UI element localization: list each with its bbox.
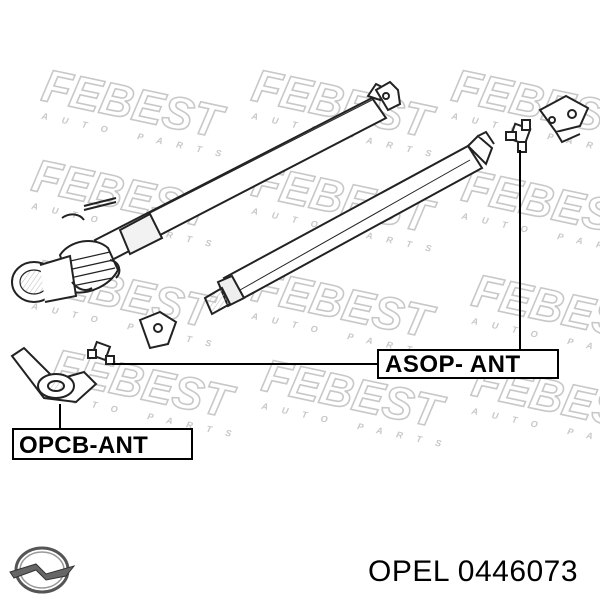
clips [61,197,121,291]
part-label-opcb: OPCB-ANT [12,428,193,460]
part-label-asop: ASOP- ANT [377,349,559,379]
leader-lines [59,150,521,428]
yoke-middle [138,310,178,350]
flange-yoke [538,94,590,144]
footer-part-number: OPEL 0446073 [368,555,579,588]
universal-joint-upper [505,119,532,153]
universal-joint-lower [87,340,115,365]
center-support-bearing [10,346,98,404]
driveshaft-lower [203,130,495,316]
opel-logo-icon [9,546,76,594]
cv-joint-boot [11,239,120,303]
